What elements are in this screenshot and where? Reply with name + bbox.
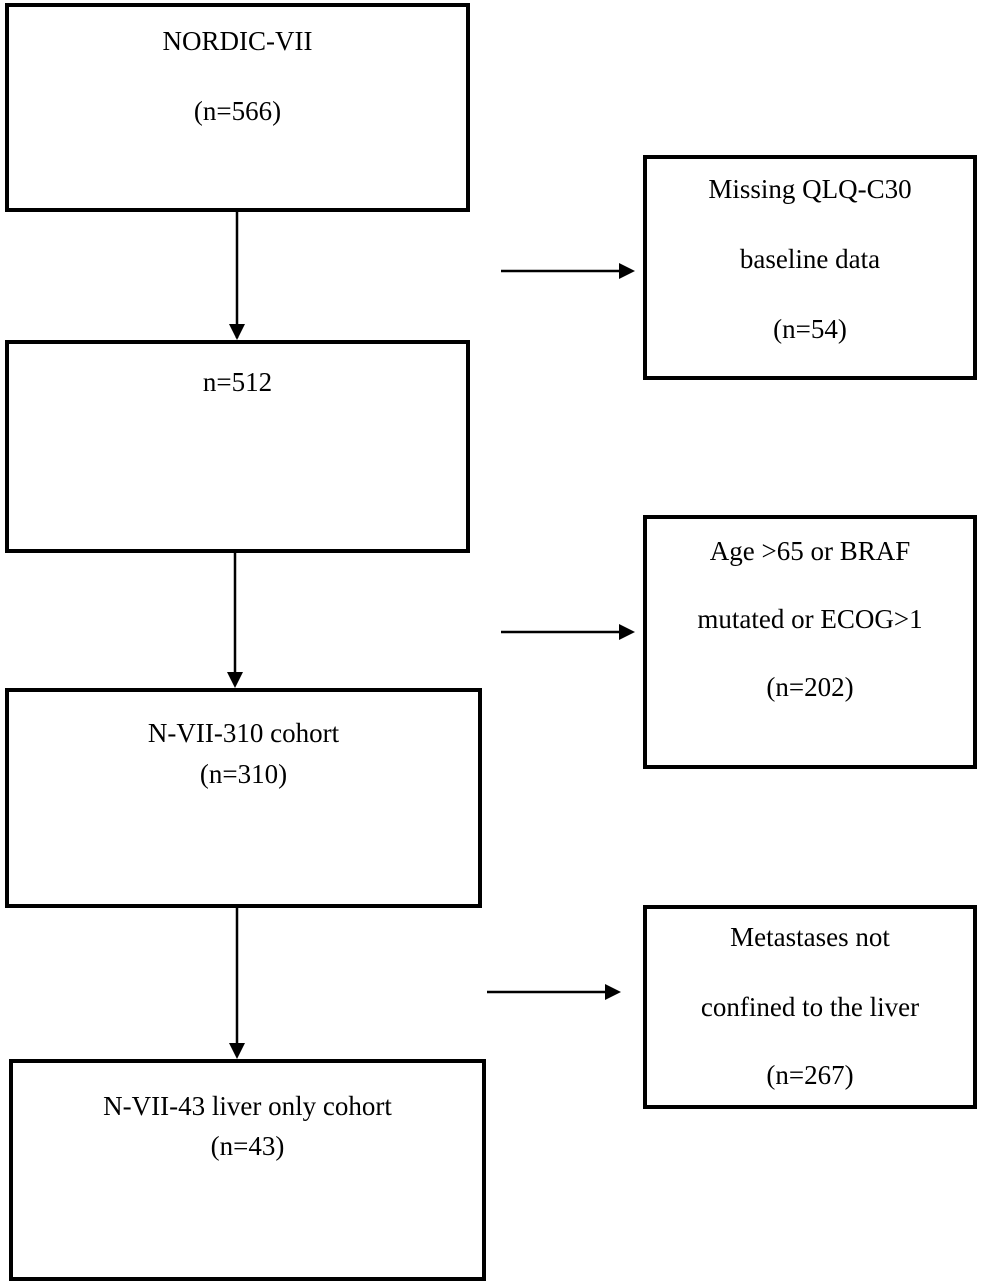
box-nordic-vii-title: NORDIC-VII — [162, 26, 313, 56]
box-n512-count: n=512 — [202, 367, 273, 397]
box-n-vii-310: N-VII-310 cohort (n=310) — [5, 688, 482, 908]
box-nordic-vii: NORDIC-VII (n=566) — [5, 3, 470, 212]
box-n-vii-43-title: N-VII-43 liver only cohort — [103, 1091, 392, 1121]
box-n-vii-310-count: (n=310) — [199, 759, 288, 789]
box-exclusion-metastases: Metastases not confined to the liver (n=… — [643, 905, 977, 1109]
box-n512: n=512 — [5, 340, 470, 553]
box-exclusion-missing-qlq: Missing QLQ-C30 baseline data (n=54) — [643, 155, 977, 380]
box-exclusion-age-braf-ecog-count: (n=202) — [766, 672, 854, 702]
box-n-vii-43-count: (n=43) — [210, 1131, 285, 1161]
box-exclusion-age-braf-ecog-line1: Age >65 or BRAF — [709, 536, 911, 566]
box-nordic-vii-count: (n=566) — [193, 96, 282, 126]
box-exclusion-missing-qlq-line2: baseline data — [739, 244, 881, 274]
box-exclusion-missing-qlq-count: (n=54) — [773, 314, 847, 344]
box-exclusion-age-braf-ecog: Age >65 or BRAF mutated or ECOG>1 (n=202… — [643, 515, 977, 769]
box-exclusion-age-braf-ecog-line2: mutated or ECOG>1 — [697, 604, 923, 634]
box-exclusion-missing-qlq-line1: Missing QLQ-C30 — [708, 174, 912, 204]
box-exclusion-metastases-count: (n=267) — [766, 1060, 854, 1090]
box-n-vii-310-title: N-VII-310 cohort — [147, 718, 340, 748]
box-exclusion-metastases-line1: Metastases not — [730, 922, 890, 952]
box-n-vii-43: N-VII-43 liver only cohort (n=43) — [9, 1059, 486, 1281]
box-exclusion-metastases-line2: confined to the liver — [700, 992, 920, 1022]
